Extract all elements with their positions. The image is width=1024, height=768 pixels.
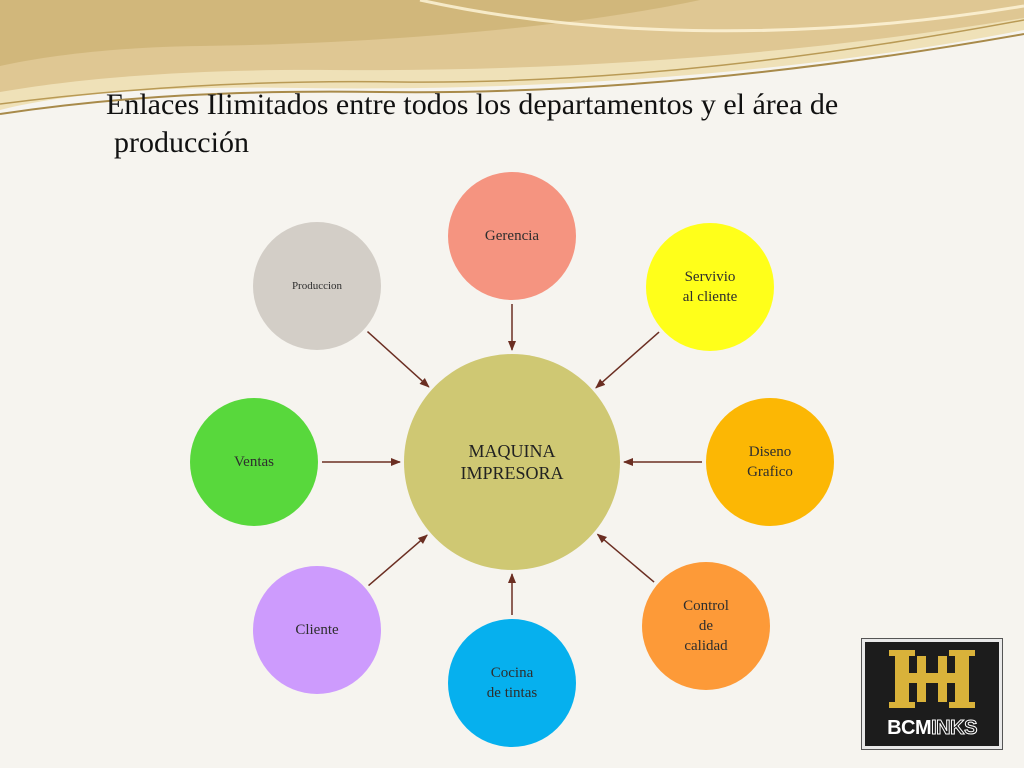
slide-title-line-1: Enlaces Ilimitados entre todos los depar… <box>106 88 839 121</box>
node-label-diseno: Diseno Grafico <box>747 444 793 480</box>
node-label-gerencia: Gerencia <box>484 228 540 244</box>
logo-monogram-icon <box>889 650 975 708</box>
node-diseno: Diseno Grafico <box>706 398 834 526</box>
arrow-cliente-to-center <box>368 534 428 587</box>
node-label-cocina: Cocina de tintas <box>486 665 538 701</box>
arrow-servicio-to-center <box>595 331 660 389</box>
slide-title-line-2: producción <box>114 126 249 159</box>
arrow-control-to-center <box>596 533 655 583</box>
decorative-swoosh <box>0 0 1024 115</box>
node-servicio: Servivio al cliente <box>646 223 774 351</box>
node-cliente: Cliente <box>253 566 381 694</box>
node-label-servicio: Servivio al cliente <box>682 269 738 305</box>
slide-title: Enlaces Ilimitados entre todos los depar… <box>106 86 1006 162</box>
center-node-maquina-impresora: MAQUINA IMPRESORA <box>404 354 620 570</box>
node-label-ventas: Ventas <box>234 454 274 470</box>
arrow-produccion-to-center <box>366 331 430 388</box>
node-ventas: Ventas <box>190 398 318 526</box>
node-cocina: Cocina de tintas <box>448 619 576 747</box>
node-label-cliente: Cliente <box>295 622 339 638</box>
bcminks-logo: BCMINKS <box>861 638 1003 750</box>
node-label-control: Control de calidad <box>683 598 729 654</box>
node-produccion: Produccion <box>253 222 381 350</box>
node-control: Control de calidad <box>642 562 770 690</box>
node-label-produccion: Produccion <box>291 280 343 292</box>
logo-wordmark-bold: BCM <box>887 717 932 739</box>
logo-wordmark-light: INKS <box>931 717 978 740</box>
center-node-label: MAQUINA IMPRESORA <box>460 441 564 483</box>
logo-wordmark: BCMINKS <box>865 717 999 740</box>
node-gerencia: Gerencia <box>448 172 576 300</box>
